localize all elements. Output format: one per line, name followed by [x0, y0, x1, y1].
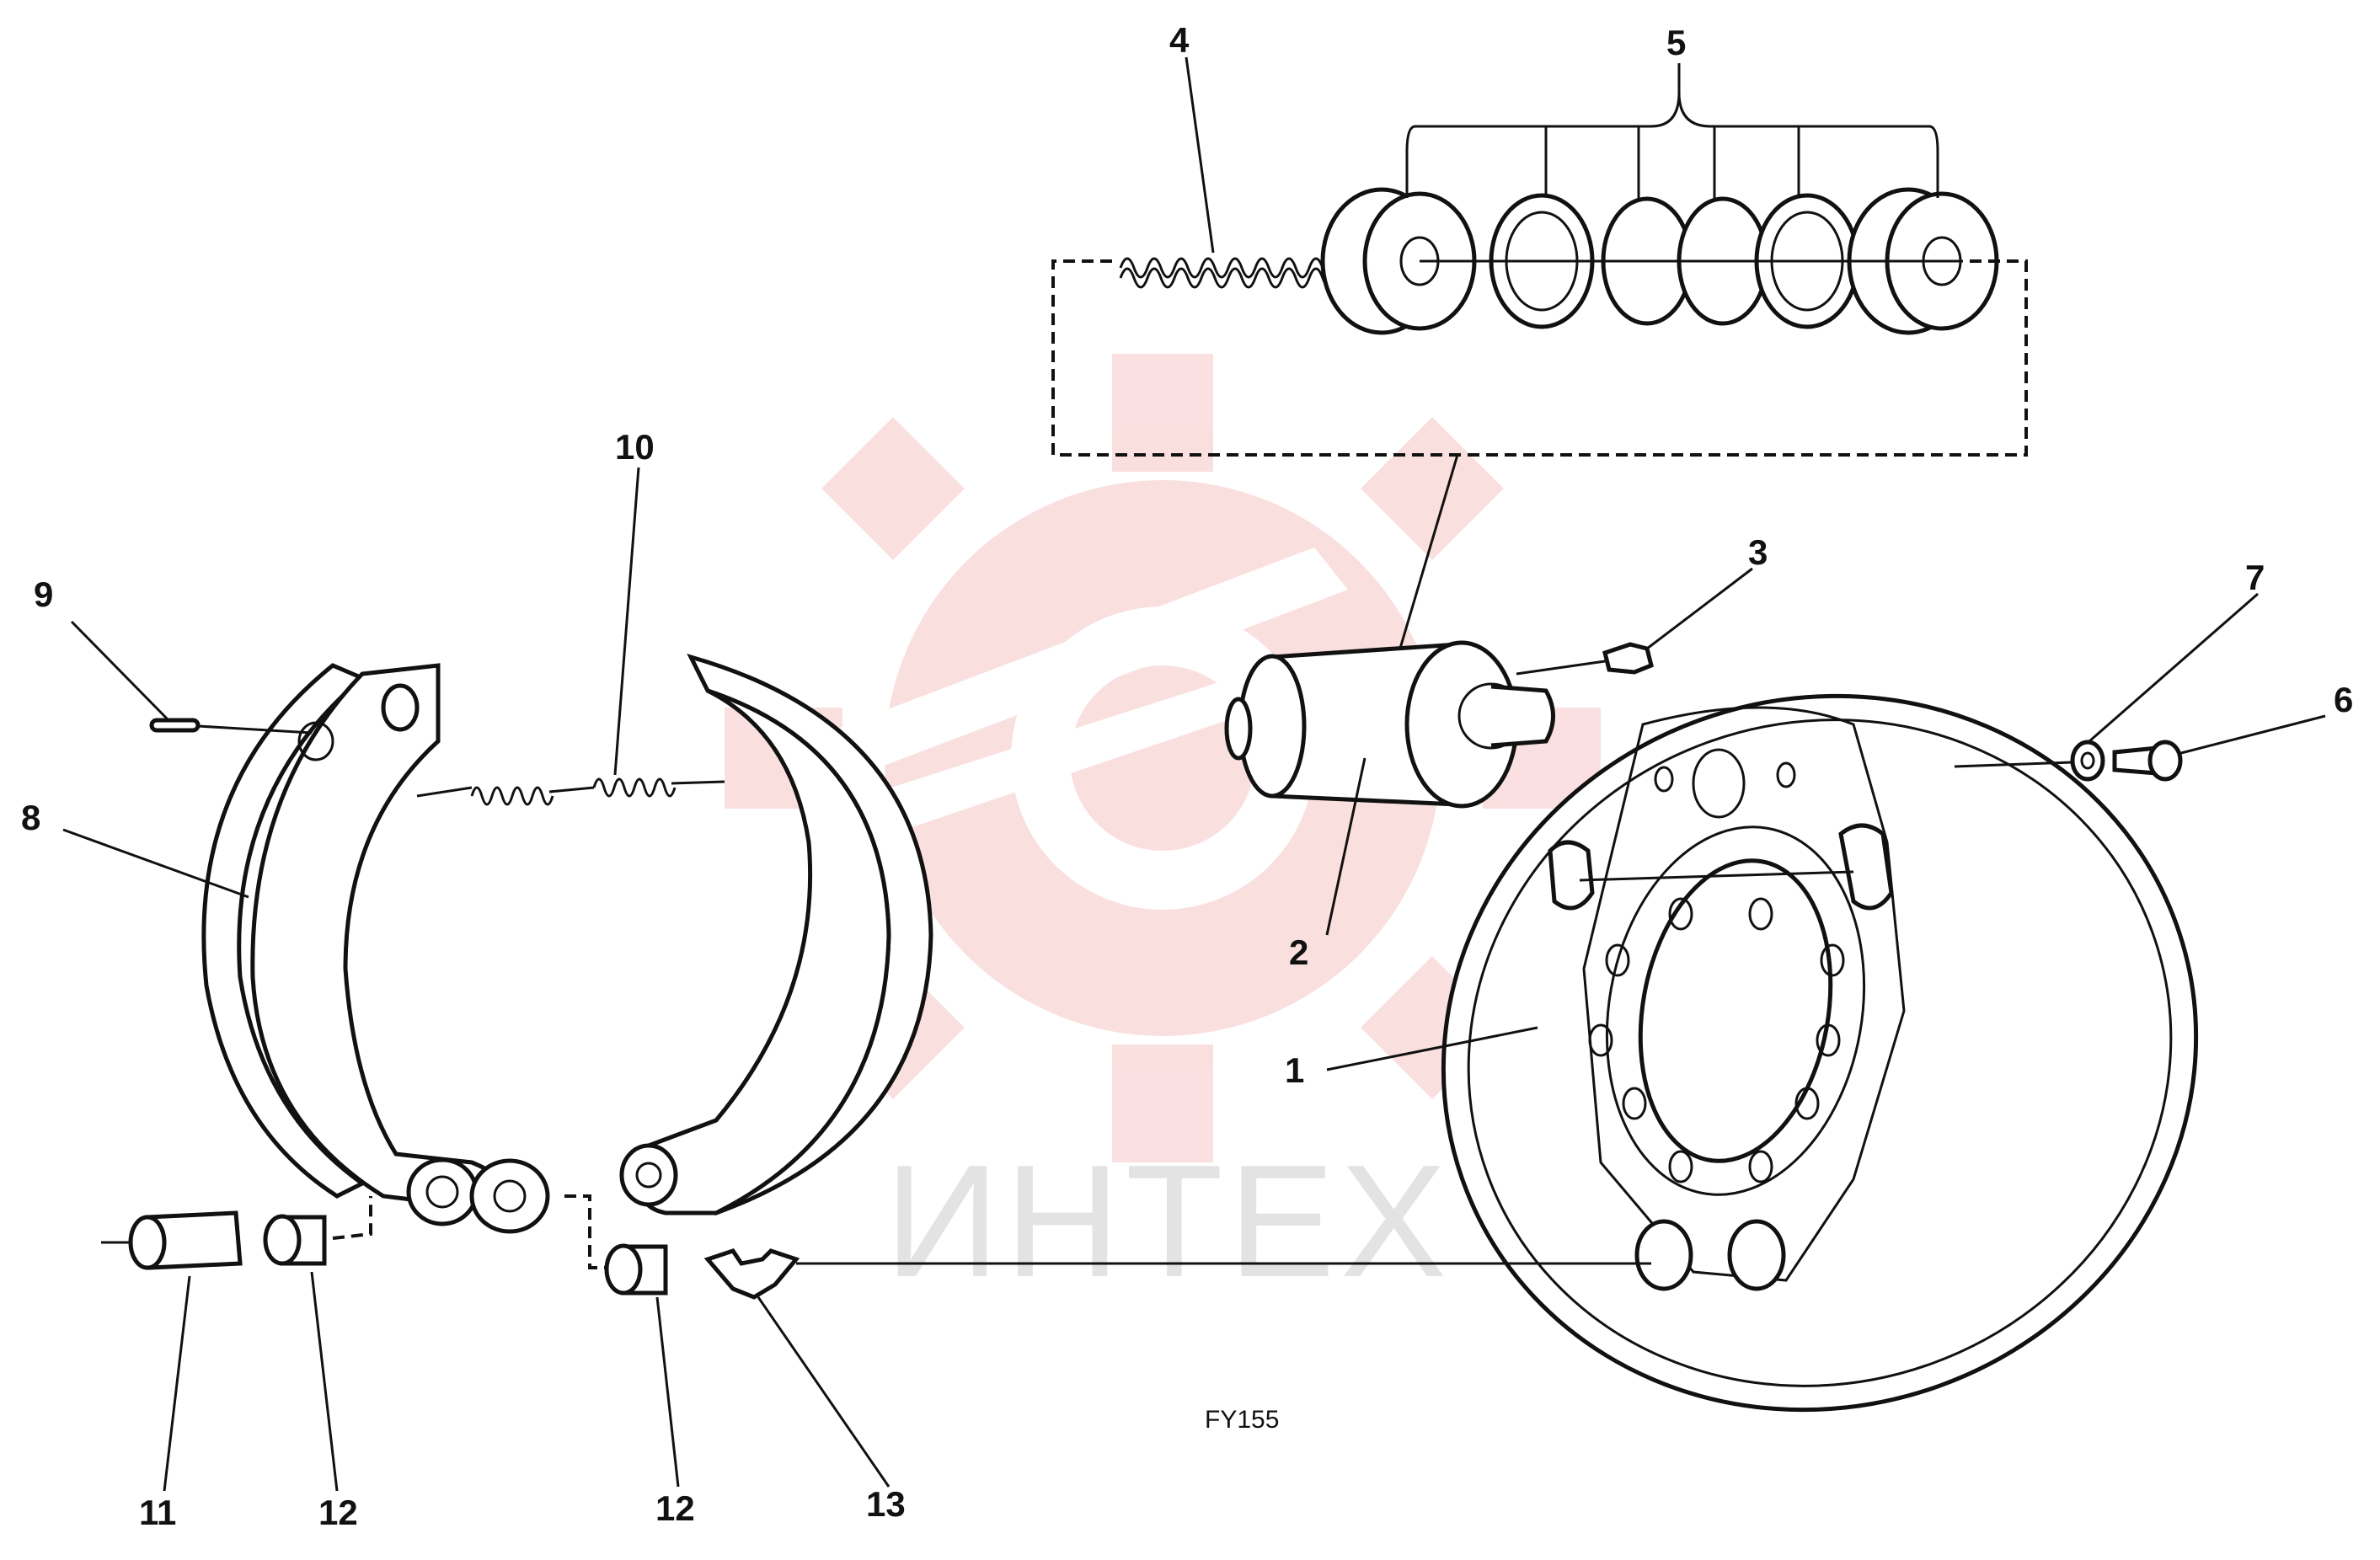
callout-2: 2 [1289, 932, 1308, 972]
part-9-pin [149, 718, 313, 735]
brake-shoe-right [619, 654, 933, 1216]
part-4-spring [1119, 257, 1351, 289]
part-10-return-spring [416, 777, 725, 806]
figure-code: FY155 [1205, 1406, 1279, 1434]
callout-9: 9 [34, 574, 53, 614]
part-13-retainer-plate [703, 1248, 1651, 1300]
part-12-bush-right [564, 1194, 668, 1296]
part-2-wheel-cylinder [1224, 640, 1555, 809]
callout-12-left: 12 [318, 1493, 358, 1532]
part-3-bleed-screw [1516, 642, 1654, 676]
explode-bracket [1051, 259, 2028, 683]
callout-13: 13 [866, 1484, 906, 1524]
callout-8: 8 [21, 798, 40, 837]
part-11-anchor-pin [101, 1210, 243, 1270]
callout-12-right: 12 [655, 1488, 695, 1528]
callout-labels: 1 2 3 4 5 6 7 8 9 10 11 12 12 13 [21, 20, 2353, 1532]
callout-1: 1 [1285, 1050, 1304, 1090]
callout-3: 3 [1748, 532, 1768, 572]
leader-backing-plate-screw [1954, 761, 2073, 768]
part-6-screw [2112, 740, 2183, 782]
part-5-cylinder-kit [1320, 187, 1999, 335]
part-7-washer [2070, 740, 2105, 782]
callout-5: 5 [1666, 23, 1686, 62]
leader-lines [62, 56, 2326, 1492]
callout-6: 6 [2334, 680, 2353, 719]
callout-7: 7 [2245, 558, 2265, 597]
callout-11: 11 [139, 1493, 176, 1532]
part-1-backing-plate [1441, 693, 2199, 1413]
callout-10: 10 [615, 427, 655, 467]
part-8-brake-shoe [201, 663, 550, 1234]
callout-4: 4 [1169, 20, 1190, 60]
part-12-bush-left [263, 1196, 372, 1266]
watermark-text: ИНТЕХ [885, 1132, 1452, 1311]
